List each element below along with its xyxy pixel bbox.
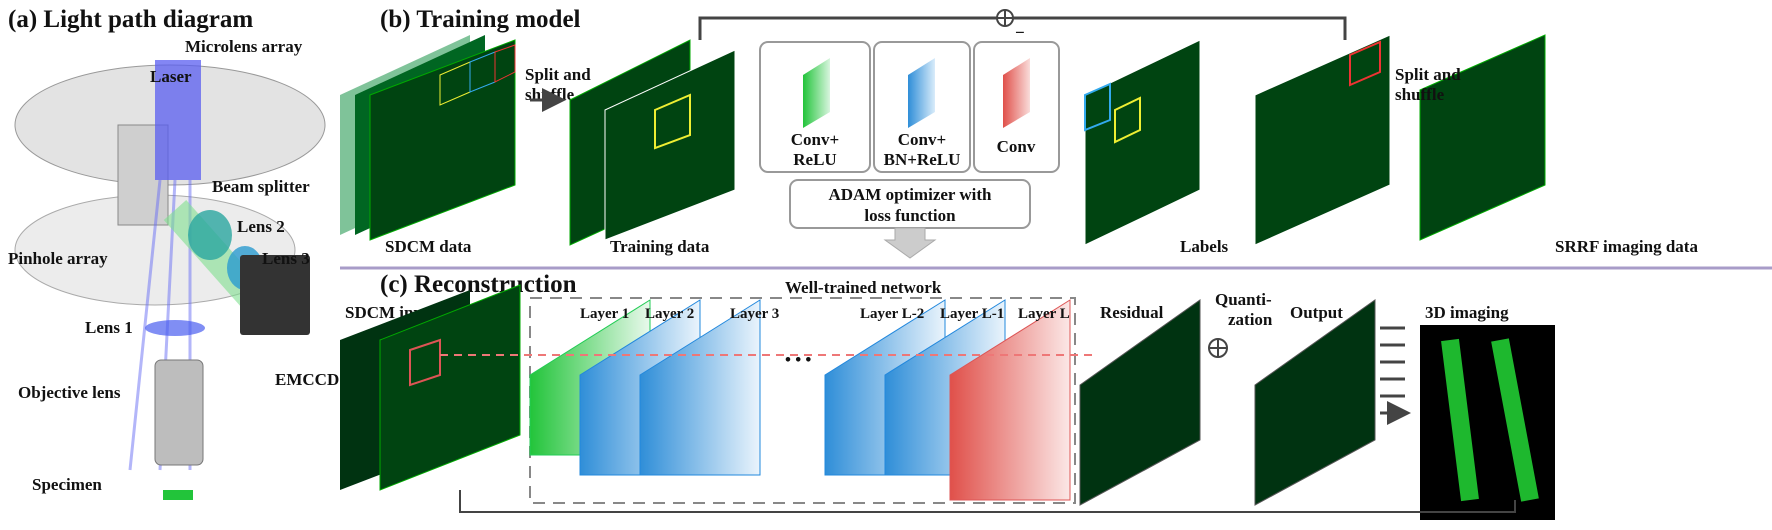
feedback-line xyxy=(698,16,1347,40)
srrf-grid xyxy=(1254,34,1391,246)
block-conv: Conv xyxy=(973,41,1060,173)
svg-text:ReLU: ReLU xyxy=(793,150,836,169)
quantization-2: zation xyxy=(1228,310,1273,329)
training-panel: (b) Training model Split and shuffle SDC… xyxy=(340,6,1698,259)
skip-connection xyxy=(459,490,1516,513)
objective-lens-icon xyxy=(154,359,204,466)
split-right-2: shuffle xyxy=(1395,85,1445,104)
specimen-icon xyxy=(163,490,193,500)
laser-beam xyxy=(155,60,201,180)
labels-grid xyxy=(1084,39,1201,246)
residual-label: Residual xyxy=(1100,303,1164,322)
layer-label: Layer 3 xyxy=(730,306,779,322)
output-label: Output xyxy=(1290,303,1343,322)
training-data-label: Training data xyxy=(610,237,710,256)
block-conv-relu: Conv+ ReLU xyxy=(759,41,871,173)
network-label: Well-trained network xyxy=(785,278,942,297)
srrf-data xyxy=(1419,34,1546,241)
svg-text:Conv: Conv xyxy=(997,137,1036,156)
3d-imaging-label: 3D imaging xyxy=(1425,303,1509,322)
optimizer-line1: ADAM optimizer with xyxy=(828,185,992,204)
network-box xyxy=(529,297,1076,504)
layer-label: Layer L-1 xyxy=(940,306,1004,322)
srrf-label: SRRF imaging data xyxy=(1555,237,1698,256)
label-lens3: Lens 3 xyxy=(262,249,310,268)
label-laser: Laser xyxy=(150,67,192,86)
label-microlens: Microlens array xyxy=(185,37,303,56)
layer-3-plane xyxy=(639,299,761,476)
light-path-panel: (a) Light path diagram Microlens array L… xyxy=(8,6,339,500)
arrows xyxy=(1380,326,1405,413)
layer-label: Layer L-2 xyxy=(860,306,924,322)
svg-text:Conv+: Conv+ xyxy=(898,130,946,149)
label-lens1: Lens 1 xyxy=(85,318,133,337)
reconstruction-panel: (c) Reconstruction Well-trained network … xyxy=(340,271,1555,520)
optimizer-line2: loss function xyxy=(864,206,956,225)
sdcm-data-stack xyxy=(340,35,516,241)
output-image xyxy=(1254,299,1376,506)
panel-a-title: (a) Light path diagram xyxy=(8,6,253,33)
quantization-1: Quanti- xyxy=(1215,290,1272,309)
label-lens2: Lens 2 xyxy=(237,217,285,236)
label-beam-splitter: Beam splitter xyxy=(212,177,310,196)
minus-sign: − xyxy=(1015,23,1025,42)
lens-1-icon xyxy=(145,320,205,336)
layer-label: Layer L xyxy=(1018,306,1070,322)
down-arrow xyxy=(883,227,937,259)
emccd-camera-icon xyxy=(240,255,310,335)
layer-label: Layer 1 xyxy=(580,306,629,322)
label-objective: Objective lens xyxy=(18,383,121,402)
panel-b-title: (b) Training model xyxy=(380,6,581,33)
svg-text:Conv+: Conv+ xyxy=(791,130,839,149)
panel-c-title: (c) Reconstruction xyxy=(380,271,577,298)
sdcm-data-label: SDCM data xyxy=(385,237,472,256)
labels-label: Labels xyxy=(1180,237,1229,256)
layer-l-plane xyxy=(949,299,1071,501)
block-conv-bn-relu: Conv+ BN+ReLU xyxy=(873,41,971,173)
layer-label: Layer 2 xyxy=(645,306,694,322)
split-right-1: Split and xyxy=(1395,65,1461,84)
split-left-1: Split and xyxy=(525,65,591,84)
training-data-stack xyxy=(569,39,736,246)
residual-image xyxy=(1079,299,1201,506)
label-emccd: EMCCD xyxy=(275,370,339,389)
svg-text:BN+ReLU: BN+ReLU xyxy=(884,150,961,169)
sdcm-input-stack xyxy=(340,284,521,491)
lens-2-icon xyxy=(188,210,232,260)
ellipsis: • • • xyxy=(785,350,811,369)
label-specimen: Specimen xyxy=(32,475,102,494)
label-pinhole: Pinhole array xyxy=(8,249,108,268)
